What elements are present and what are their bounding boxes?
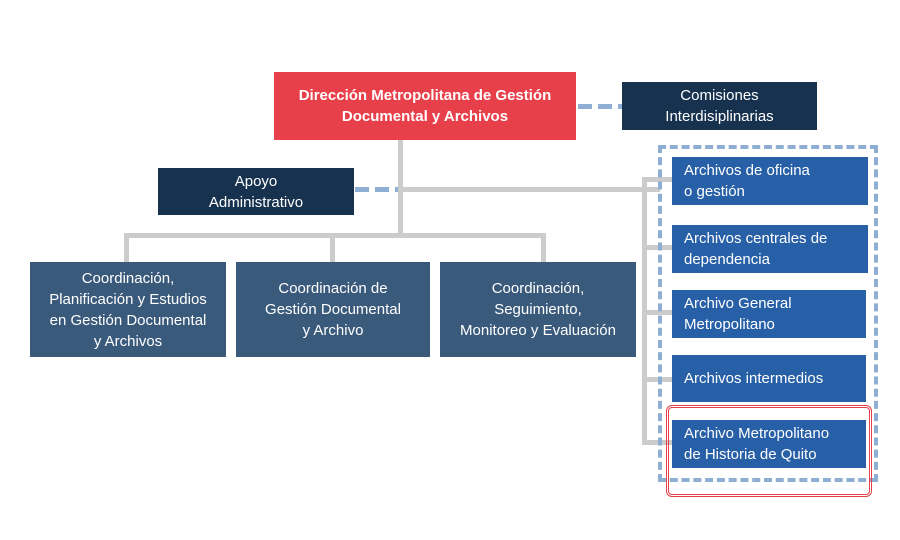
archive-node-1: Archivos de oficina o gestión [672, 157, 868, 205]
branch-to-archives-line [398, 187, 660, 192]
archive-highlight-outline [666, 405, 872, 497]
coordination-node-3: Coordinación, Seguimiento, Monitoreo y E… [440, 262, 636, 357]
archive-tick-3 [642, 310, 672, 315]
support-node: Apoyo Administrativo [158, 168, 354, 215]
archive-node-3: Archivo General Metropolitano [672, 290, 866, 338]
coord-drop-1 [124, 233, 129, 263]
archive-tick-2 [642, 245, 672, 250]
top-node: Dirección Metropolitana de Gestión Docum… [274, 72, 576, 140]
archive-tick-4 [642, 377, 672, 382]
support-dashed-link [355, 187, 398, 192]
archives-dashed-frame [658, 145, 878, 482]
coordination-node-1: Coordinación, Planificación y Estudios e… [30, 262, 226, 357]
advisory-node: Comisiones Interdisiplinarias [622, 82, 817, 130]
archive-node-2: Archivos centrales de dependencia [672, 225, 868, 273]
archive-tick-1 [642, 177, 672, 182]
coordination-node-2: Coordinación de Gestión Documental y Arc… [236, 262, 430, 357]
archive-node-4: Archivos intermedios [672, 355, 866, 402]
coordination-bus-line [124, 233, 546, 238]
coord-drop-2 [330, 233, 335, 263]
coord-drop-3 [541, 233, 546, 263]
archive-node-5: Archivo Metropolitano de Historia de Qui… [672, 420, 866, 468]
archive-tick-5 [642, 440, 672, 445]
advisory-dashed-link [578, 104, 622, 109]
